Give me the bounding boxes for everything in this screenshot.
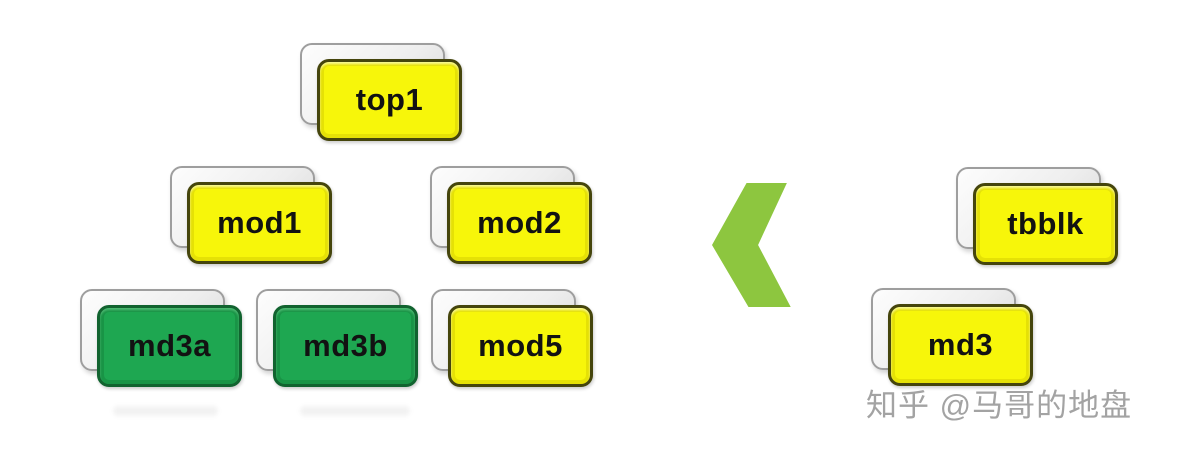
stack-front-card: mod5: [448, 305, 593, 387]
reflection-shadow: [113, 406, 218, 416]
stack-front-card: top1: [317, 59, 462, 141]
reflection-shadow: [300, 406, 410, 416]
stack-front-card: mod1: [187, 182, 332, 264]
stack-front-card: tbblk: [973, 183, 1118, 265]
module-label: md3b: [303, 328, 388, 363]
module-stack-mod5: mod5: [431, 289, 593, 388]
module-stack-tbblk: tbblk: [956, 167, 1118, 266]
stack-front-card: mod2: [447, 182, 592, 264]
module-label: mod1: [217, 205, 302, 240]
stack-front-card: md3b: [273, 305, 418, 387]
module-stack-md3b: md3b: [256, 289, 418, 388]
module-label: md3a: [128, 328, 211, 363]
stack-front-card: md3a: [97, 305, 242, 387]
chevron-left-icon: [712, 183, 791, 307]
module-stack-mod2: mod2: [430, 166, 592, 265]
module-label: md3: [927, 327, 994, 362]
module-stack-md3a: md3a: [80, 289, 242, 388]
module-label: tbblk: [1007, 206, 1084, 241]
module-label: top1: [355, 82, 424, 117]
module-stack-md3: md3: [871, 288, 1033, 387]
module-stack-mod1: mod1: [170, 166, 332, 265]
module-label: mod2: [477, 205, 562, 240]
watermark-text: 知乎 @马哥的地盘: [866, 388, 1133, 423]
stack-front-card: md3: [888, 304, 1033, 386]
module-stack-top1: top1: [300, 43, 462, 142]
module-label: mod5: [478, 328, 563, 363]
